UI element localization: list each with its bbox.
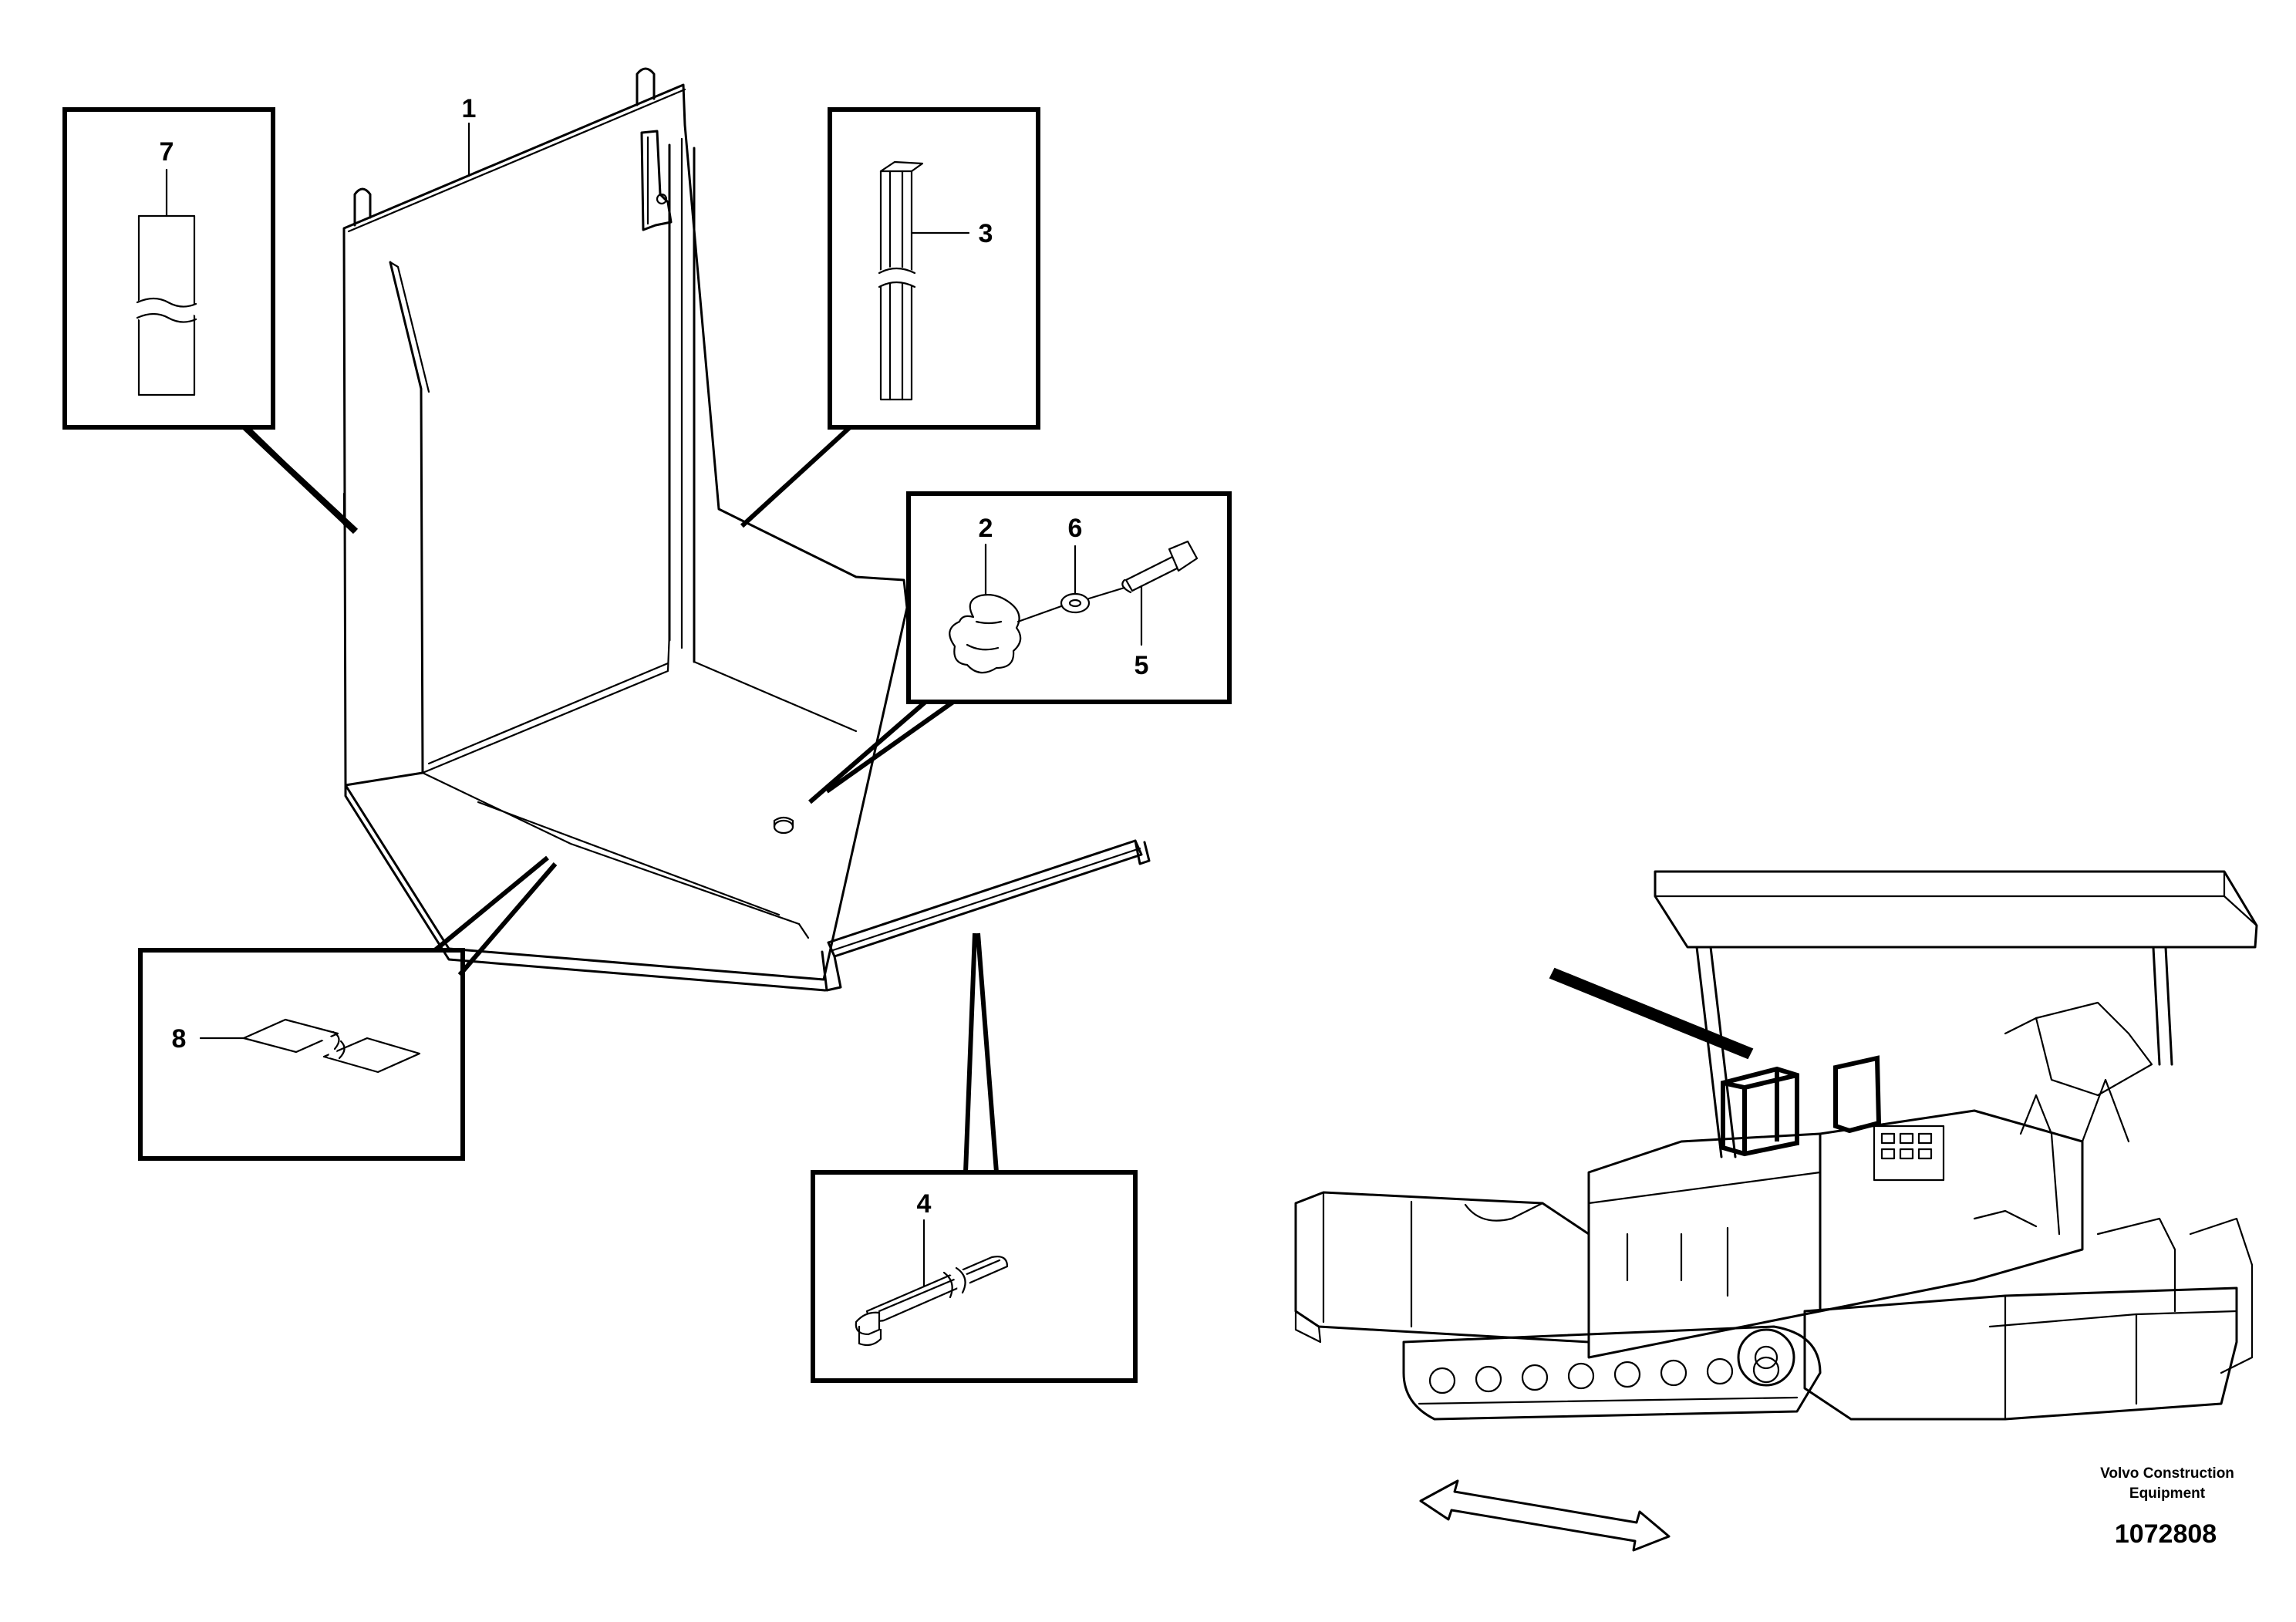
callout-5: 5 [1135, 651, 1149, 680]
detail-box-part-4: 4 [811, 1170, 1138, 1383]
callout-3: 3 [979, 219, 993, 248]
pointer-2-5-6 [808, 700, 955, 804]
pointer-3 [740, 425, 884, 528]
callout-4: 4 [917, 1189, 932, 1219]
callout-7: 7 [160, 137, 174, 167]
callout-2: 2 [979, 514, 993, 543]
callout-1: 1 [462, 94, 477, 123]
brand-caption-line-1: Volvo Construction [2100, 1465, 2234, 1482]
detail-box-part-8: 8 [138, 948, 465, 1161]
callout-6: 6 [1068, 514, 1083, 543]
callout-8: 8 [172, 1024, 187, 1054]
detail-box-parts-2-5-6: 2 6 5 [906, 491, 1232, 704]
detail-box-part-3: 3 [828, 107, 1040, 430]
pointer-8 [433, 855, 558, 976]
pointer-7 [243, 425, 359, 533]
brand-caption-line-2: Equipment [2129, 1485, 2206, 1502]
paver-machine-overview [1294, 870, 2258, 1552]
document-number: 1072808 [2115, 1519, 2217, 1549]
detail-box-part-7: 7 [62, 107, 357, 534]
pointer-4 [963, 932, 999, 1173]
storage-box-part-1 [342, 67, 1151, 992]
